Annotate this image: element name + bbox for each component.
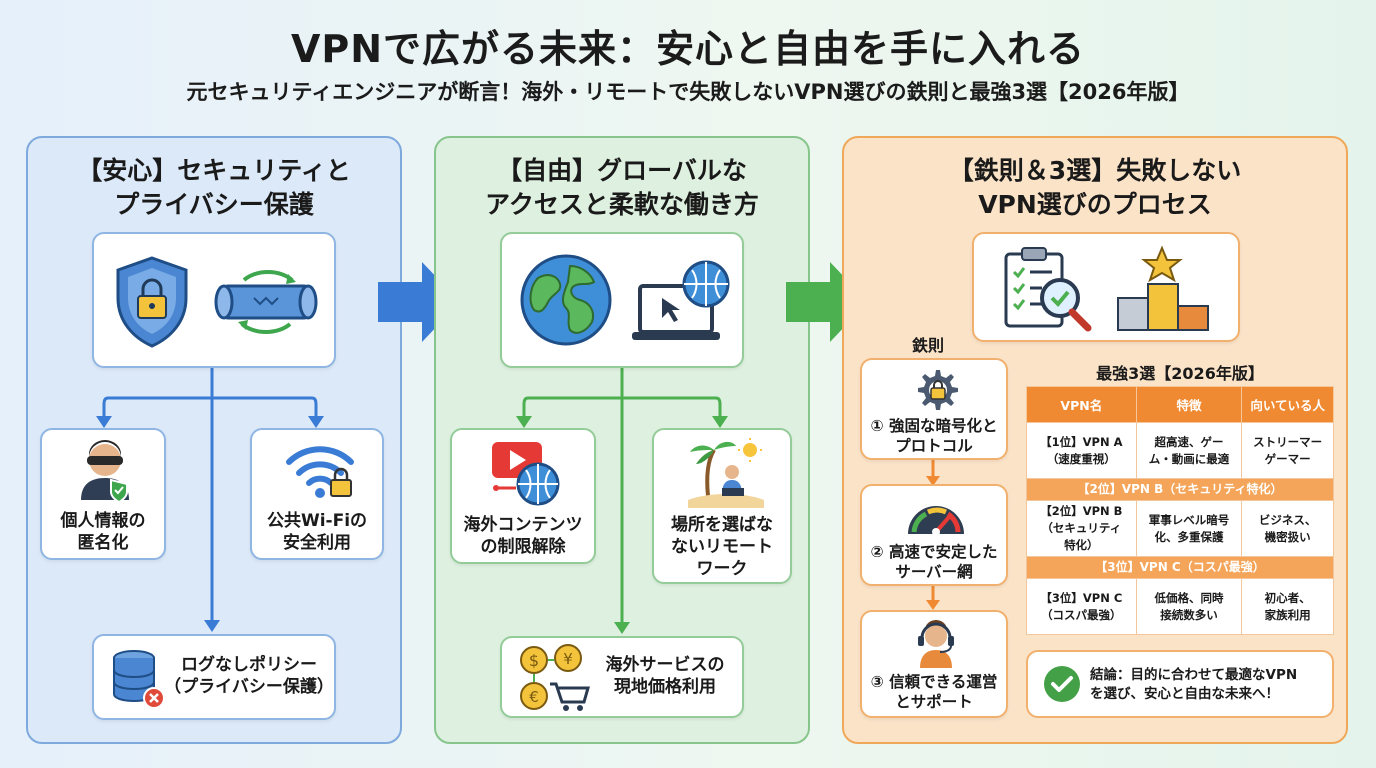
table-cell: 低価格、同時 接続数多い (1135, 578, 1243, 635)
content-unlock-label: 海外コンテンツ の制限解除 (463, 515, 583, 557)
table-row: 【3位】VPN C （コスパ最強） 低価格、同時 接続数多い 初心者、 家族利用 (1026, 578, 1334, 635)
security-icon-card (92, 232, 336, 368)
table-cell: ストリーマー ゲーマー (1241, 422, 1334, 479)
check-circle-icon (1044, 666, 1080, 702)
conclusion-card: 結論：目的に合わせて最適なVPN を選び、安心と自由な未来へ！ (1026, 650, 1334, 718)
remote-work-card: 場所を選ばな ないリモート ワーク (652, 428, 792, 584)
svg-text:¥: ¥ (563, 650, 573, 668)
currency-cart-icon: $ ¥ € (520, 644, 590, 711)
wifi-card: 公共Wi-Fiの 安全利用 (250, 428, 384, 560)
beach-remote-icon (688, 438, 764, 508)
conclusion-label: 結論：目的に合わせて最適なVPN を選び、安心と自由な未来へ！ (1090, 667, 1298, 702)
table-cell: 軍事レベル暗号 化、多重保護 (1135, 500, 1243, 557)
table-header: VPN名 (1026, 386, 1137, 423)
freedom-heading: 【自由】グローバルな アクセスと柔軟な働き方 (485, 156, 759, 219)
shield-lock-icon (116, 256, 188, 348)
rule-speed-card: ② 高速で安定した サーバー網 (860, 484, 1008, 586)
table-cell: 初心者、 家族利用 (1241, 578, 1334, 635)
top3-label: 最強3選【2026年版】 (1096, 364, 1264, 383)
table-cell: 【3位】VPN C （コスパ最強） (1026, 578, 1137, 635)
nolog-label: ログなしポリシー （プライバシー保護） (164, 655, 334, 697)
security-heading: 【安心】セキュリティと プライバシー保護 (77, 156, 351, 219)
rule-encryption-card: ① 強固な暗号化と プロトコル (860, 358, 1008, 460)
local-price-label: 海外サービスの 現地価格利用 (605, 655, 725, 697)
page-title: VPNで広がる未来：安心と自由を手に入れる (290, 27, 1086, 71)
table-header: 向いている人 (1241, 386, 1334, 423)
page-subtitle: 元セキュリティエンジニアが断言！海外・リモートで失敗しないVPN選びの鉄則と最強… (186, 80, 1190, 104)
anonymize-label: 個人情報の 匿名化 (60, 511, 146, 553)
table-header-row: VPN名 特徴 向いている人 (1026, 386, 1334, 423)
database-no-log-icon (113, 650, 165, 709)
anonymize-card: 個人情報の 匿名化 (40, 428, 166, 560)
globe-icon (520, 254, 612, 346)
table-cell: 【1位】VPN A （速度重視） (1026, 422, 1137, 479)
vpn-tunnel-icon (214, 270, 318, 334)
table-cell: ビジネス、 機密扱い (1241, 500, 1334, 557)
rule-speed-label: ② 高速で安定した サーバー網 (870, 543, 998, 581)
content-unlock-card: 海外コンテンツ の制限解除 (450, 428, 596, 564)
nolog-card: ログなしポリシー （プライバシー保護） (92, 634, 336, 720)
speedometer-icon (908, 506, 964, 536)
svg-text:€: € (529, 688, 539, 706)
video-globe-icon (492, 442, 560, 506)
table-band: 【2位】VPN B（セキュリティ特化） (1026, 478, 1334, 501)
masked-person-icon (81, 440, 129, 504)
table-row: 【2位】VPN B （セキュリティ 特化） 軍事レベル暗号 化、多重保護 ビジネ… (1026, 500, 1334, 557)
table-row: 【1位】VPN A （速度重視） 超高速、ゲー ム・動画に最適 ストリーマー ゲ… (1026, 422, 1334, 479)
rule-support-card: ③ 信頼できる運営 とサポート (860, 610, 1008, 718)
svg-text:$: $ (529, 651, 539, 670)
table-header: 特徴 (1135, 386, 1243, 423)
table-band: 【3位】VPN C（コスパ最強） (1026, 556, 1334, 579)
remote-work-label: 場所を選ばな ないリモート ワーク (671, 515, 773, 579)
checklist-magnifier-icon (1004, 247, 1092, 332)
top3-table: VPN名 特徴 向いている人 【1位】VPN A （速度重視） 超高速、ゲー ム… (1026, 386, 1334, 635)
process-icon-card (972, 232, 1240, 342)
podium-star-icon (1117, 245, 1209, 331)
table-band-row: 【2位】VPN B（セキュリティ特化） (1026, 478, 1334, 501)
process-heading: 【鉄則＆3選】失敗しない VPN選びのプロセス (948, 156, 1242, 219)
freedom-icon-card (500, 232, 744, 368)
rule-support-label: ③ 信頼できる運営 とサポート (870, 673, 998, 711)
table-cell: 超高速、ゲー ム・動画に最適 (1135, 422, 1243, 479)
gear-lock-icon (918, 370, 958, 410)
support-headset-icon (918, 620, 954, 668)
local-price-card: $ ¥ € 海外サービスの 現地価格利用 (500, 636, 744, 718)
table-cell: 【2位】VPN B （セキュリティ 特化） (1026, 500, 1137, 557)
wifi-lock-icon (286, 446, 354, 498)
laptop-globe-icon (632, 260, 730, 340)
rule-encryption-label: ① 強固な暗号化と プロトコル (870, 417, 998, 455)
wifi-label: 公共Wi-Fiの 安全利用 (266, 511, 368, 553)
table-band-row: 【3位】VPN C（コスパ最強） (1026, 556, 1334, 579)
rules-label: 鉄則 (912, 336, 945, 355)
